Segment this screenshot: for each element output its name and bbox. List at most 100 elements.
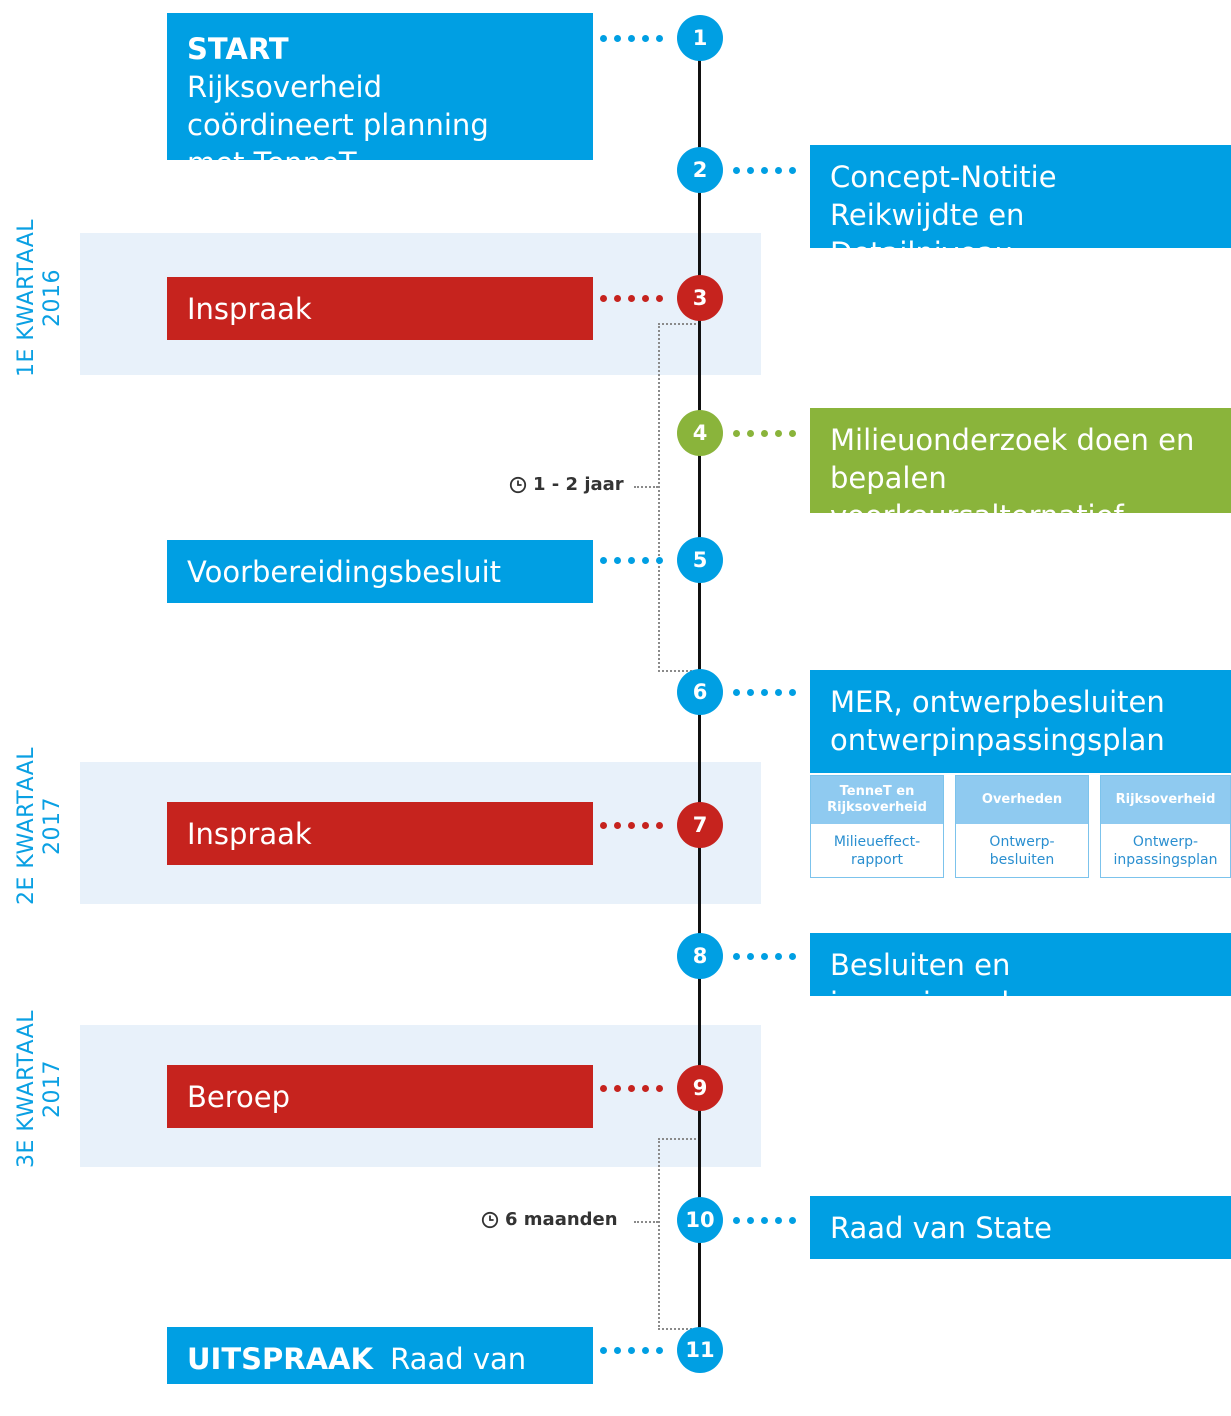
- step-9-box: Beroep: [167, 1065, 593, 1128]
- duration-1-text: 1 - 2 jaar: [533, 474, 624, 495]
- step-node-6: 6: [677, 669, 723, 715]
- connector-dot: [789, 1217, 796, 1224]
- step-3-box: Inspraak: [167, 277, 593, 340]
- connector-dot: [628, 1085, 635, 1092]
- step-4-box: Milieuonderzoek doen en bepalen voorkeur…: [810, 408, 1231, 533]
- step-2-text: Concept-Notitie Reikwijdte en Detailnive…: [830, 160, 1057, 270]
- connector-dot: [761, 1217, 768, 1224]
- connector-dot: [656, 1347, 663, 1354]
- step-7-text: Inspraak: [187, 817, 312, 851]
- connector-dot: [761, 430, 768, 437]
- connector-dot: [733, 953, 740, 960]
- step-5-box: Voorbereidingsbesluit: [167, 540, 593, 603]
- connector-dot: [733, 1217, 740, 1224]
- quarter-label-1: 1E KWARTAAL 2016: [14, 168, 66, 428]
- connector-dot: [656, 822, 663, 829]
- step-10-text: Raad van State: [830, 1211, 1052, 1245]
- step-node-3: 3: [677, 275, 723, 321]
- connector-dot: [628, 35, 635, 42]
- connector-dot: [761, 689, 768, 696]
- connector-dot: [656, 295, 663, 302]
- connector-dot: [775, 953, 782, 960]
- sub-table-head-2: Overheden: [956, 776, 1088, 824]
- duration-connector-1: [634, 486, 658, 488]
- connector-dot: [600, 1347, 607, 1354]
- quarter-label-3-year: 2017: [40, 1060, 65, 1118]
- connector-dot: [747, 167, 754, 174]
- connector-dot: [775, 167, 782, 174]
- connector-dot: [614, 557, 621, 564]
- sub-table-col-3: Rijksoverheid Ontwerp-inpassingsplan: [1100, 775, 1231, 878]
- quarter-label-2-year: 2017: [40, 797, 65, 855]
- connector-dot: [642, 295, 649, 302]
- connector-dot: [628, 1347, 635, 1354]
- step-6-text: MER, ontwerpbesluiten ontwerpinpassingsp…: [830, 685, 1165, 757]
- connector-dot: [733, 689, 740, 696]
- sub-table-body-1: Milieueffect-rapport: [833, 833, 921, 868]
- connector-dot: [789, 953, 796, 960]
- connector-dot: [789, 167, 796, 174]
- step-node-11: 11: [677, 1327, 723, 1373]
- clock-icon: [509, 476, 527, 493]
- step-node-1: 1: [677, 15, 723, 61]
- duration-bracket-1: [658, 323, 700, 672]
- step-7-box: Inspraak: [167, 802, 593, 865]
- step-4-text: Milieuonderzoek doen en bepalen voorkeur…: [830, 423, 1195, 533]
- step-10-box: Raad van State: [810, 1196, 1231, 1259]
- connector-dot: [642, 35, 649, 42]
- step-node-8: 8: [677, 933, 723, 979]
- step-5-text: Voorbereidingsbesluit: [187, 555, 502, 589]
- connector-dot: [775, 689, 782, 696]
- connector-dot: [733, 430, 740, 437]
- connector-dot: [600, 295, 607, 302]
- sub-table-col-1: TenneT en Rijksoverheid Milieueffect-rap…: [810, 775, 944, 878]
- sub-table-body-3: Ontwerp-inpassingsplan: [1113, 833, 1218, 868]
- step-11-bold: UITSPRAAK: [187, 1342, 373, 1376]
- connector-dot: [614, 35, 621, 42]
- quarter-label-2: 2E KWARTAAL 2017: [14, 696, 66, 956]
- connector-dot: [761, 167, 768, 174]
- step-3-text: Inspraak: [187, 292, 312, 326]
- connector-dot: [747, 1217, 754, 1224]
- connector-dot: [642, 1085, 649, 1092]
- connector-dot: [733, 167, 740, 174]
- connector-dot: [775, 1217, 782, 1224]
- connector-dot: [600, 1085, 607, 1092]
- step-1-bold: START: [187, 32, 289, 66]
- connector-dot: [656, 1085, 663, 1092]
- quarter-label-3-name: 3E KWARTAAL: [14, 1009, 39, 1169]
- duration-connector-2: [634, 1221, 658, 1223]
- step-node-2: 2: [677, 147, 723, 193]
- connector-dot: [761, 953, 768, 960]
- connector-dot: [614, 1085, 621, 1092]
- connector-dot: [614, 1347, 621, 1354]
- quarter-label-1-year: 2016: [40, 269, 65, 327]
- step-1-text: Rijksoverheid coördineert planning met T…: [187, 70, 489, 180]
- step-6-box: MER, ontwerpbesluiten ontwerpinpassingsp…: [810, 670, 1231, 773]
- duration-bracket-2: [658, 1138, 700, 1330]
- connector-dot: [747, 689, 754, 696]
- connector-dot: [747, 430, 754, 437]
- connector-dot: [789, 430, 796, 437]
- connector-dot: [614, 822, 621, 829]
- connector-dot: [775, 430, 782, 437]
- connector-dot: [628, 295, 635, 302]
- connector-dot: [747, 953, 754, 960]
- connector-dot: [600, 557, 607, 564]
- quarter-label-1-name: 1E KWARTAAL: [14, 218, 39, 378]
- duration-2-text: 6 maanden: [505, 1209, 618, 1230]
- quarter-label-2-name: 2E KWARTAAL: [14, 746, 39, 906]
- step-node-7: 7: [677, 802, 723, 848]
- connector-dot: [656, 35, 663, 42]
- connector-dot: [642, 822, 649, 829]
- sub-table-body-2: Ontwerp-besluiten: [989, 833, 1055, 868]
- duration-1: 1 - 2 jaar: [509, 474, 624, 495]
- step-11-box: UITSPRAAK Raad van State: [167, 1327, 593, 1414]
- connector-dot: [600, 822, 607, 829]
- step-1-box: START Rijksoverheid coördineert planning…: [167, 13, 593, 180]
- connector-dot: [789, 689, 796, 696]
- clock-icon: [481, 1211, 499, 1228]
- connector-dot: [600, 35, 607, 42]
- connector-dot: [628, 822, 635, 829]
- connector-dot: [642, 557, 649, 564]
